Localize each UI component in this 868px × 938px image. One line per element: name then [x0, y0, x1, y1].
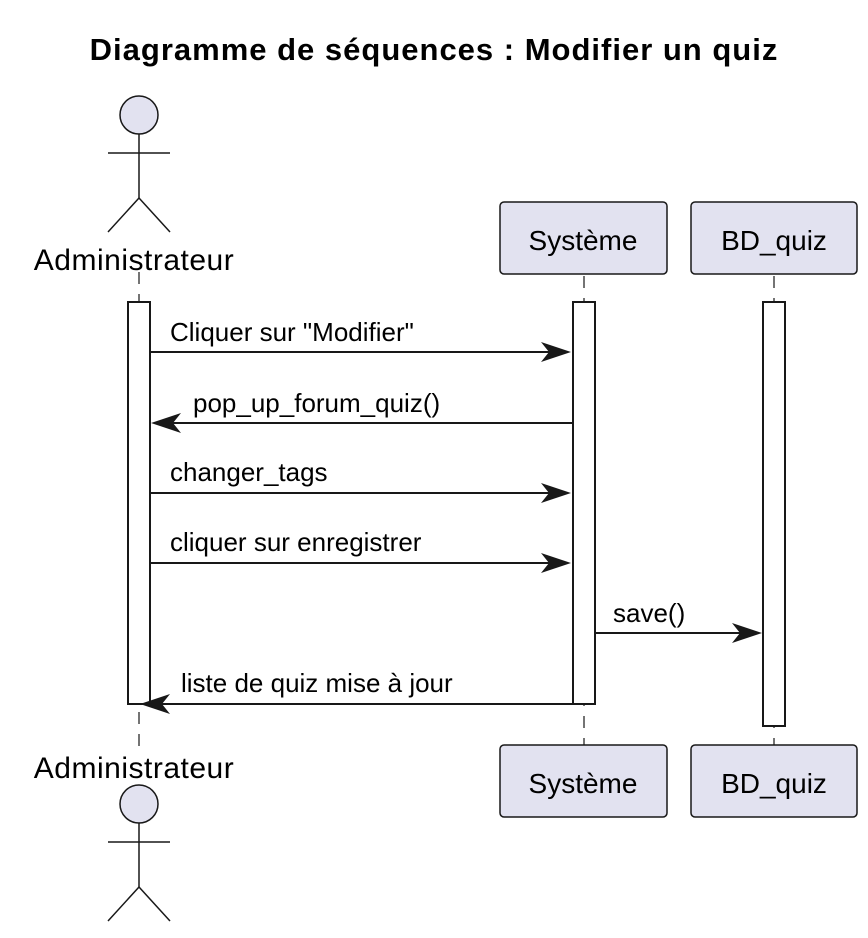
message-3: changer_tags — [151, 457, 571, 503]
message-label: changer_tags — [170, 457, 328, 487]
participant-systeme-bottom: Système — [499, 744, 668, 818]
arrow-head-icon — [151, 413, 181, 433]
activation-bd-quiz — [762, 301, 786, 727]
message-4: cliquer sur enregistrer — [151, 527, 571, 573]
actor-label-administrateur-top: Administrateur — [34, 244, 234, 277]
actor-label-administrateur-bottom: Administrateur — [34, 752, 234, 785]
activation-systeme — [572, 301, 596, 705]
diagram-title: Diagramme de séquences : Modifier un qui… — [90, 32, 779, 67]
activation-administrateur — [127, 301, 151, 705]
participant-bd-quiz-bottom: BD_quiz — [690, 744, 858, 818]
arrow-head-icon — [732, 623, 762, 643]
participant-bd-quiz-top: BD_quiz — [690, 201, 858, 275]
message-2: pop_up_forum_quiz() — [151, 388, 572, 433]
participant-label-systeme-bottom: Système — [529, 768, 638, 799]
message-label: liste de quiz mise à jour — [181, 668, 453, 698]
message-5: save() — [596, 598, 762, 643]
arrow-head-icon — [140, 694, 170, 714]
arrow-head-icon — [541, 483, 571, 503]
participant-label-bd-quiz-top: BD_quiz — [721, 225, 827, 256]
actor-administrateur-bottom: Administrateur — [34, 752, 234, 922]
message-6: liste de quiz mise à jour — [140, 668, 572, 714]
message-label: cliquer sur enregistrer — [170, 527, 422, 557]
message-1: Cliquer sur "Modifier" — [151, 317, 571, 362]
actor-head-icon — [119, 784, 159, 824]
arrow-head-icon — [541, 342, 571, 362]
actor-administrateur-top: Administrateur — [34, 95, 234, 277]
participant-systeme-top: Système — [499, 201, 668, 275]
arrow-head-icon — [541, 553, 571, 573]
message-label: pop_up_forum_quiz() — [193, 388, 440, 418]
message-label: Cliquer sur "Modifier" — [170, 317, 414, 347]
message-label: save() — [613, 598, 685, 628]
participant-label-systeme-top: Système — [529, 225, 638, 256]
participant-label-bd-quiz-bottom: BD_quiz — [721, 768, 827, 799]
actor-head-icon — [119, 95, 159, 135]
